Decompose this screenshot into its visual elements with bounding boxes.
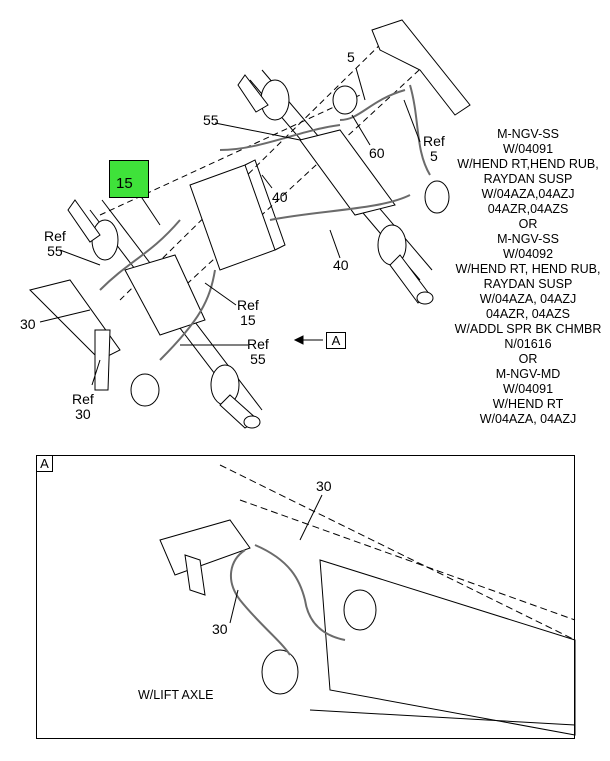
suspension-hangers [29, 19, 471, 391]
applicability-line: N/01616 [504, 337, 552, 351]
ref-number: 55 [250, 351, 266, 367]
ref-label: Ref [72, 391, 94, 407]
detail-a-frame [36, 455, 575, 739]
applicability-line: W/04091 [502, 142, 554, 156]
applicability-line: W/04AZA, 04AZJ [479, 292, 577, 306]
ref-number: 30 [75, 406, 91, 422]
callout-40-lower: 40 [333, 257, 349, 273]
highlight-callout-label: 15 [116, 175, 133, 192]
callout-30-left: 30 [20, 316, 36, 332]
crossmember [189, 159, 286, 271]
brake-chambers [130, 85, 450, 407]
callout-40-upper: 40 [272, 189, 288, 205]
applicability-line: W/04AZA,04AZJ [481, 187, 575, 201]
applicability-line: RAYDAN SUSP [483, 172, 573, 186]
applicability-line: 04AZR,04AZS [487, 202, 569, 216]
view-arrow [293, 335, 323, 345]
callout-ref-30: Ref 30 [72, 392, 94, 422]
detail-drawing [159, 464, 576, 736]
applicability-notes: M-NGV-SS W/04091 W/HEND RT,HEND RUB, RAY… [446, 127, 610, 427]
callout-ref-15: Ref 15 [237, 298, 259, 328]
highlight-callout-15: 15 [109, 160, 149, 198]
callout-ref-55-left: Ref 55 [44, 229, 66, 259]
applicability-line: M-NGV-SS [497, 232, 559, 246]
detail-leaders [229, 494, 323, 624]
callout-55-top: 55 [203, 112, 219, 128]
applicability-line: W/04092 [502, 247, 554, 261]
applicability-line: W/HEND RT [492, 397, 564, 411]
applicability-line: W/HEND RT,HEND RUB, [457, 157, 599, 171]
lower-axle [67, 199, 263, 429]
frame-rails [99, 29, 431, 319]
detail-hoses [230, 544, 346, 656]
applicability-line: OR [518, 217, 538, 231]
ref-label: Ref [423, 133, 445, 149]
callout-60: 60 [369, 145, 385, 161]
upper-axle [237, 69, 434, 305]
detail-callout-30-left: 30 [212, 621, 228, 637]
view-reference-a: A [326, 332, 346, 349]
callout-ref-55-center: Ref 55 [247, 337, 269, 367]
callout-ref-5: Ref 5 [423, 134, 445, 164]
applicability-line: W/04091 [502, 382, 554, 396]
ref-number: 5 [430, 148, 438, 164]
applicability-line: W/ADDL SPR BK CHMBR [454, 322, 602, 336]
air-hoses [99, 84, 431, 361]
applicability-line: 04AZR, 04AZS [485, 307, 571, 321]
ref-label: Ref [44, 228, 66, 244]
applicability-line: RAYDAN SUSP [483, 277, 573, 291]
applicability-line: OR [518, 352, 538, 366]
applicability-line: W/HEND RT, HEND RUB, [455, 262, 601, 276]
ref-label: Ref [247, 336, 269, 352]
ref-label: Ref [237, 297, 259, 313]
applicability-line: M-NGV-SS [497, 127, 559, 141]
leader-lines [39, 67, 421, 386]
detail-a-tag: A [36, 455, 53, 472]
ref-number: 55 [47, 243, 63, 259]
applicability-line: W/04AZA, 04AZJ [479, 412, 577, 426]
ref-number: 15 [240, 312, 256, 328]
detail-callout-30-top: 30 [316, 478, 332, 494]
applicability-line: M-NGV-MD [495, 367, 561, 381]
callout-5: 5 [347, 49, 355, 65]
detail-caption: W/LIFT AXLE [138, 688, 214, 702]
